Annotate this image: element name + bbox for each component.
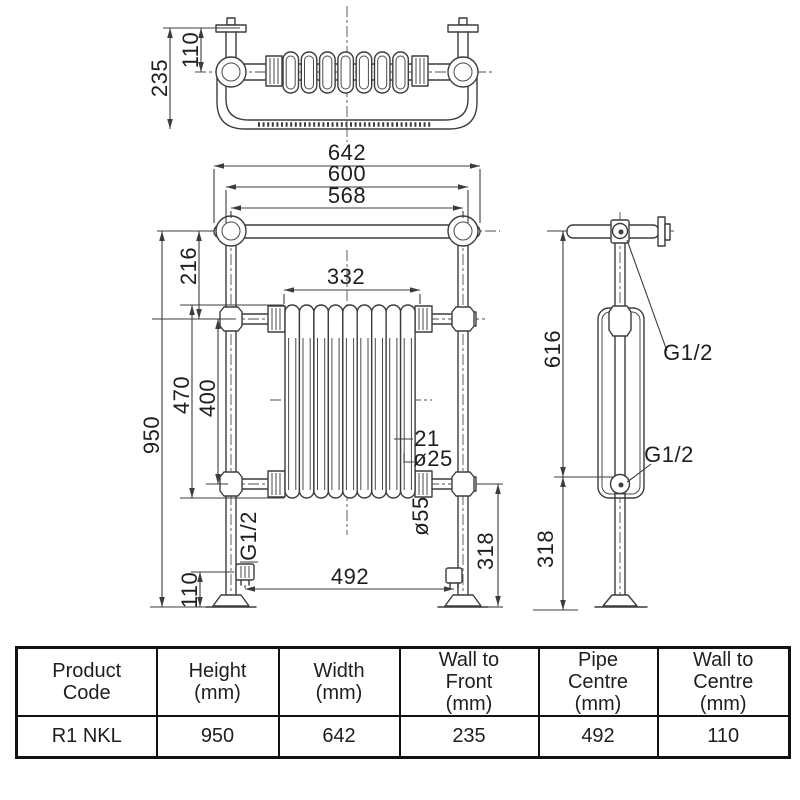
col-header-wall-to-front: Wall to Front (mm) xyxy=(398,646,540,717)
front-view: 642 600 568 332 216 950 470 400 21 ø25 xyxy=(139,140,503,608)
upper-right-union xyxy=(451,306,475,332)
top-rail-front xyxy=(213,215,481,247)
top-rail-side xyxy=(566,216,671,247)
dim-radiator-width: 332 xyxy=(327,264,365,289)
value-width: 642 xyxy=(277,715,401,759)
dim-overall-height: 950 xyxy=(139,416,164,454)
radiator-dimension-drawing: 235 110 xyxy=(139,6,713,611)
spec-value-row: R1 NKL 950 642 235 492 110 xyxy=(15,715,791,759)
side-upper-union xyxy=(608,305,632,337)
bottom-right-elbow xyxy=(445,567,463,589)
foot-side xyxy=(594,594,648,608)
dim-column-gap: 21 xyxy=(414,426,439,451)
feet-front xyxy=(205,594,489,608)
dim-rail-width: 600 xyxy=(328,161,366,186)
spec-table: Product Code Height (mm) Width (mm) Wall… xyxy=(15,646,791,759)
dim-column-diameter: ø25 xyxy=(413,446,452,471)
dim-overall-width: 642 xyxy=(328,140,366,165)
dim-rail-spacing: 400 xyxy=(195,379,220,417)
lower-right-union xyxy=(451,471,475,497)
value-pipe-centre: 492 xyxy=(537,715,659,759)
dim-lower-thread: G1/2 xyxy=(644,442,694,467)
dim-valve-thread: G1/2 xyxy=(236,511,261,561)
towel-hoop-plan xyxy=(216,73,478,130)
col-header-height: Height (mm) xyxy=(155,646,280,717)
front-view-dimensions: 642 600 568 332 216 950 470 400 21 ø25 xyxy=(139,140,503,608)
col-header-pipe-centre: Pipe Centre (mm) xyxy=(537,646,659,717)
value-wall-to-front: 235 xyxy=(398,715,540,759)
dim-rail-to-lower-union: 616 xyxy=(540,330,565,368)
col-header-wall-to-centre: Wall to Centre (mm) xyxy=(656,646,791,717)
dim-pipe-centres: 492 xyxy=(331,564,369,589)
value-height: 950 xyxy=(155,715,280,759)
dim-radiator-height: 470 xyxy=(169,376,194,414)
dim-wall-to-front: 235 xyxy=(147,59,172,97)
value-wall-to-centre: 110 xyxy=(656,715,791,759)
spec-header-row: Product Code Height (mm) Width (mm) Wall… xyxy=(15,646,791,717)
side-view-dimensions: 616 318 G1/2 G1/2 xyxy=(533,230,713,611)
value-product-code: R1 NKL xyxy=(15,715,158,759)
dim-top-rail-to-upper-rail: 216 xyxy=(176,247,201,285)
bottom-left-valve xyxy=(235,563,255,586)
radiator-plan-coils xyxy=(265,51,429,94)
dim-upper-thread: G1/2 xyxy=(663,340,713,365)
radiator-front xyxy=(284,304,416,499)
dim-lower-union-to-floor: 318 xyxy=(533,530,558,568)
side-lower-union xyxy=(609,473,631,495)
wall-bracket-right-plan xyxy=(447,17,479,88)
col-header-width: Width (mm) xyxy=(277,646,401,717)
col-header-product-code: Product Code xyxy=(15,646,158,717)
dim-lower-rail-to-floor: 318 xyxy=(473,532,498,570)
spec-table-container: Product Code Height (mm) Width (mm) Wall… xyxy=(15,646,791,759)
dim-post-centres: 568 xyxy=(328,183,366,208)
top-view-dimensions: 235 110 xyxy=(147,27,240,129)
top-view: 235 110 xyxy=(147,6,494,142)
dim-union-diameter: ø55 xyxy=(408,496,433,535)
post-side xyxy=(614,242,626,596)
dim-wall-to-rail-centre: 110 xyxy=(178,32,203,69)
posts-front xyxy=(225,243,469,596)
side-view: 616 318 G1/2 G1/2 xyxy=(533,212,713,611)
dim-valve-to-floor: 110 xyxy=(177,572,202,609)
